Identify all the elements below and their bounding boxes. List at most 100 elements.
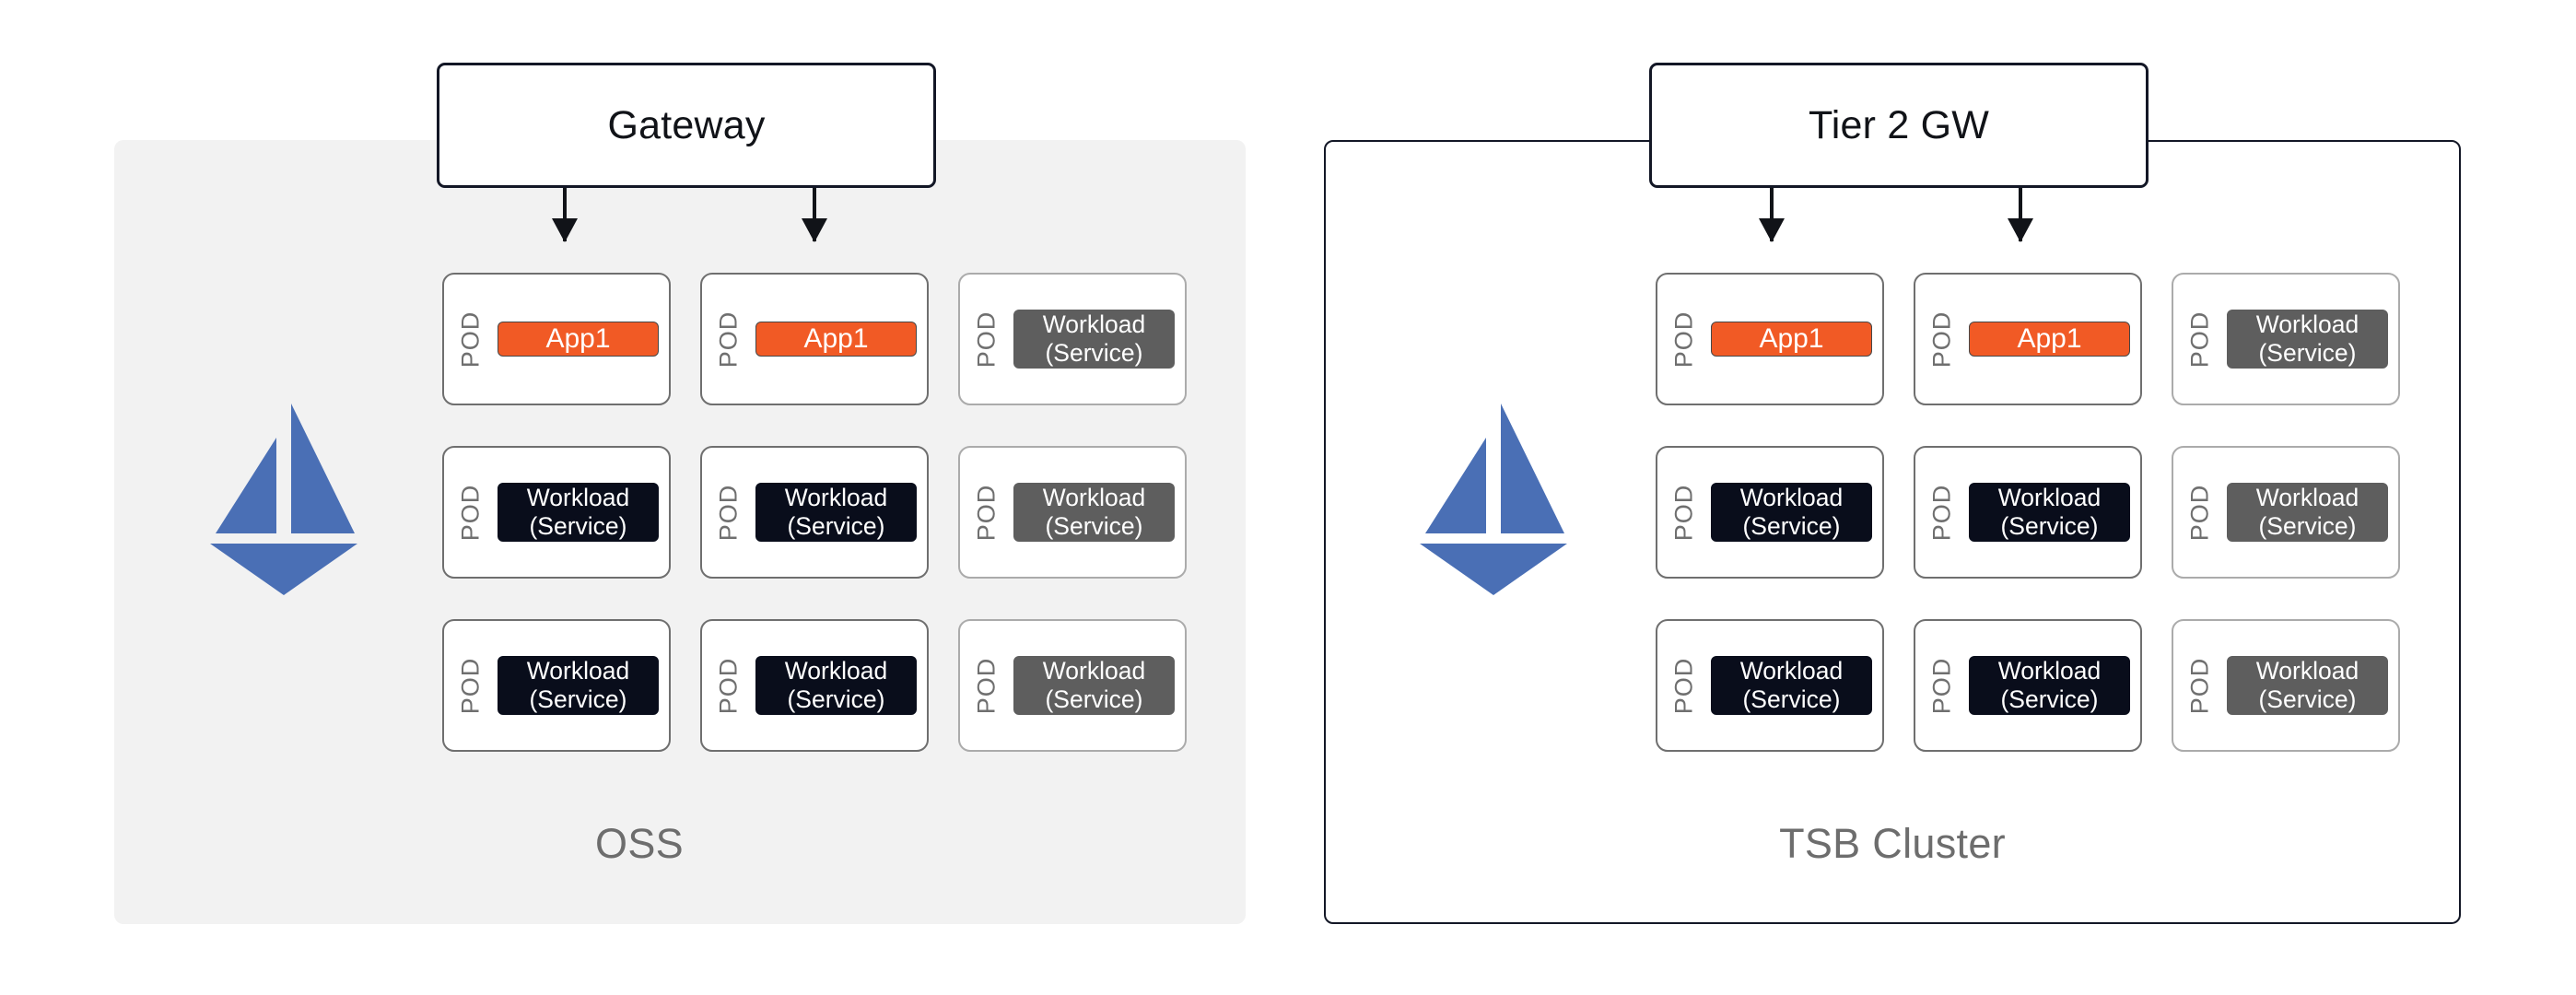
pod-card[interactable]: POD Workload(Service) — [1914, 619, 2142, 752]
workload-container[interactable]: Workload(Service) — [1013, 655, 1175, 716]
pod-label: POD — [972, 657, 1001, 714]
pod-label-wrap: POD — [702, 275, 755, 404]
pod-card[interactable]: POD App1 — [1914, 273, 2142, 405]
pod-label-wrap: POD — [1657, 448, 1711, 577]
workload-container[interactable]: Workload(Service) — [2227, 655, 2388, 716]
pod-label: POD — [714, 310, 743, 368]
pod-card[interactable]: POD App1 — [1656, 273, 1884, 405]
pod-label: POD — [2185, 484, 2214, 541]
pod-label: POD — [1927, 484, 1956, 541]
workload-container[interactable]: Workload(Service) — [755, 482, 917, 543]
arrow-head-icon — [1758, 218, 1785, 242]
pod-label: POD — [1927, 657, 1956, 714]
istio-jib-icon — [1425, 438, 1486, 533]
workload-container[interactable]: Workload(Service) — [2227, 309, 2388, 369]
pod-label: POD — [972, 310, 1001, 368]
arrow-head-icon — [801, 218, 827, 242]
istio-hull-icon — [1420, 544, 1567, 595]
pod-label-wrap: POD — [444, 448, 498, 577]
arrow-stem — [2019, 188, 2022, 241]
tsb-caption: TSB Cluster — [1779, 820, 2006, 867]
arrow-stem — [1770, 188, 1774, 241]
pod-card[interactable]: POD Workload(Service) — [958, 446, 1187, 579]
workload-container[interactable]: Workload(Service) — [1969, 482, 2130, 543]
istio-logo — [1405, 404, 1580, 595]
oss-caption: OSS — [595, 820, 684, 867]
workload-container[interactable]: Workload(Service) — [1013, 309, 1175, 369]
pod-card[interactable]: POD Workload(Service) — [442, 619, 671, 752]
pod-label-wrap: POD — [444, 275, 498, 404]
workload-container[interactable]: Workload(Service) — [755, 655, 917, 716]
pod-label-wrap: POD — [1915, 448, 1969, 577]
pod-label-wrap: POD — [1657, 621, 1711, 750]
pod-label-wrap: POD — [1657, 275, 1711, 404]
arrow-head-icon — [551, 218, 578, 242]
pod-label-wrap: POD — [1915, 621, 1969, 750]
pod-label-wrap: POD — [2173, 621, 2227, 750]
pod-card[interactable]: POD Workload(Service) — [1914, 446, 2142, 579]
pod-label: POD — [714, 484, 743, 541]
pod-card[interactable]: POD Workload(Service) — [442, 446, 671, 579]
pod-label: POD — [1669, 657, 1698, 714]
istio-mainsail-icon — [291, 404, 355, 533]
workload-container[interactable]: Workload(Service) — [1969, 655, 2130, 716]
workload-container[interactable]: Workload(Service) — [2227, 482, 2388, 543]
pod-card[interactable]: POD Workload(Service) — [700, 446, 929, 579]
pod-label: POD — [1669, 310, 1698, 368]
pod-card[interactable]: POD App1 — [442, 273, 671, 405]
workload-container[interactable]: Workload(Service) — [1013, 482, 1175, 543]
istio-jib-icon — [216, 438, 276, 533]
pod-label: POD — [456, 657, 485, 714]
pod-label-wrap: POD — [2173, 275, 2227, 404]
pod-label-wrap: POD — [702, 448, 755, 577]
pod-card[interactable]: POD Workload(Service) — [1656, 619, 1884, 752]
pod-label: POD — [456, 310, 485, 368]
pod-label: POD — [714, 657, 743, 714]
workload-container[interactable]: Workload(Service) — [1711, 655, 1872, 716]
pod-label: POD — [972, 484, 1001, 541]
istio-hull-icon — [210, 544, 357, 595]
arrow-stem — [813, 188, 816, 241]
pod-label: POD — [2185, 310, 2214, 368]
pod-card[interactable]: POD Workload(Service) — [958, 273, 1187, 405]
tier2-gateway-box[interactable]: Tier 2 GW — [1649, 63, 2149, 188]
pod-card[interactable]: POD Workload(Service) — [2172, 446, 2400, 579]
pod-card[interactable]: POD Workload(Service) — [958, 619, 1187, 752]
workload-container[interactable]: Workload(Service) — [498, 482, 659, 543]
gateway-label: Gateway — [607, 102, 766, 147]
pod-label-wrap: POD — [960, 275, 1013, 404]
pod-label: POD — [456, 484, 485, 541]
istio-logo — [195, 404, 370, 595]
pod-card[interactable]: POD Workload(Service) — [700, 619, 929, 752]
pod-label: POD — [1927, 310, 1956, 368]
app-container[interactable]: App1 — [1969, 322, 2130, 357]
pod-card[interactable]: POD Workload(Service) — [2172, 273, 2400, 405]
workload-container[interactable]: Workload(Service) — [498, 655, 659, 716]
pod-card[interactable]: POD Workload(Service) — [2172, 619, 2400, 752]
gateway-box[interactable]: Gateway — [437, 63, 936, 188]
pod-label: POD — [1669, 484, 1698, 541]
arrow-gateway-to-pod-r1c1 — [551, 188, 578, 242]
pod-label-wrap: POD — [960, 621, 1013, 750]
pod-label-wrap: POD — [444, 621, 498, 750]
pod-label-wrap: POD — [1915, 275, 1969, 404]
app-container[interactable]: App1 — [1711, 322, 1872, 357]
pod-card[interactable]: POD Workload(Service) — [1656, 446, 1884, 579]
tier2-gateway-label: Tier 2 GW — [1808, 102, 1990, 147]
pod-label-wrap: POD — [960, 448, 1013, 577]
pod-label: POD — [2185, 657, 2214, 714]
app-container[interactable]: App1 — [755, 322, 917, 357]
app-container[interactable]: App1 — [498, 322, 659, 357]
arrow-stem — [563, 188, 567, 241]
pod-card[interactable]: POD App1 — [700, 273, 929, 405]
pod-label-wrap: POD — [2173, 448, 2227, 577]
istio-mainsail-icon — [1501, 404, 1564, 533]
arrow-tier2gw-to-pod-r1c2 — [2007, 188, 2033, 242]
arrow-tier2gw-to-pod-r1c1 — [1758, 188, 1785, 242]
arrow-gateway-to-pod-r1c2 — [801, 188, 827, 242]
arrow-head-icon — [2007, 218, 2033, 242]
workload-container[interactable]: Workload(Service) — [1711, 482, 1872, 543]
